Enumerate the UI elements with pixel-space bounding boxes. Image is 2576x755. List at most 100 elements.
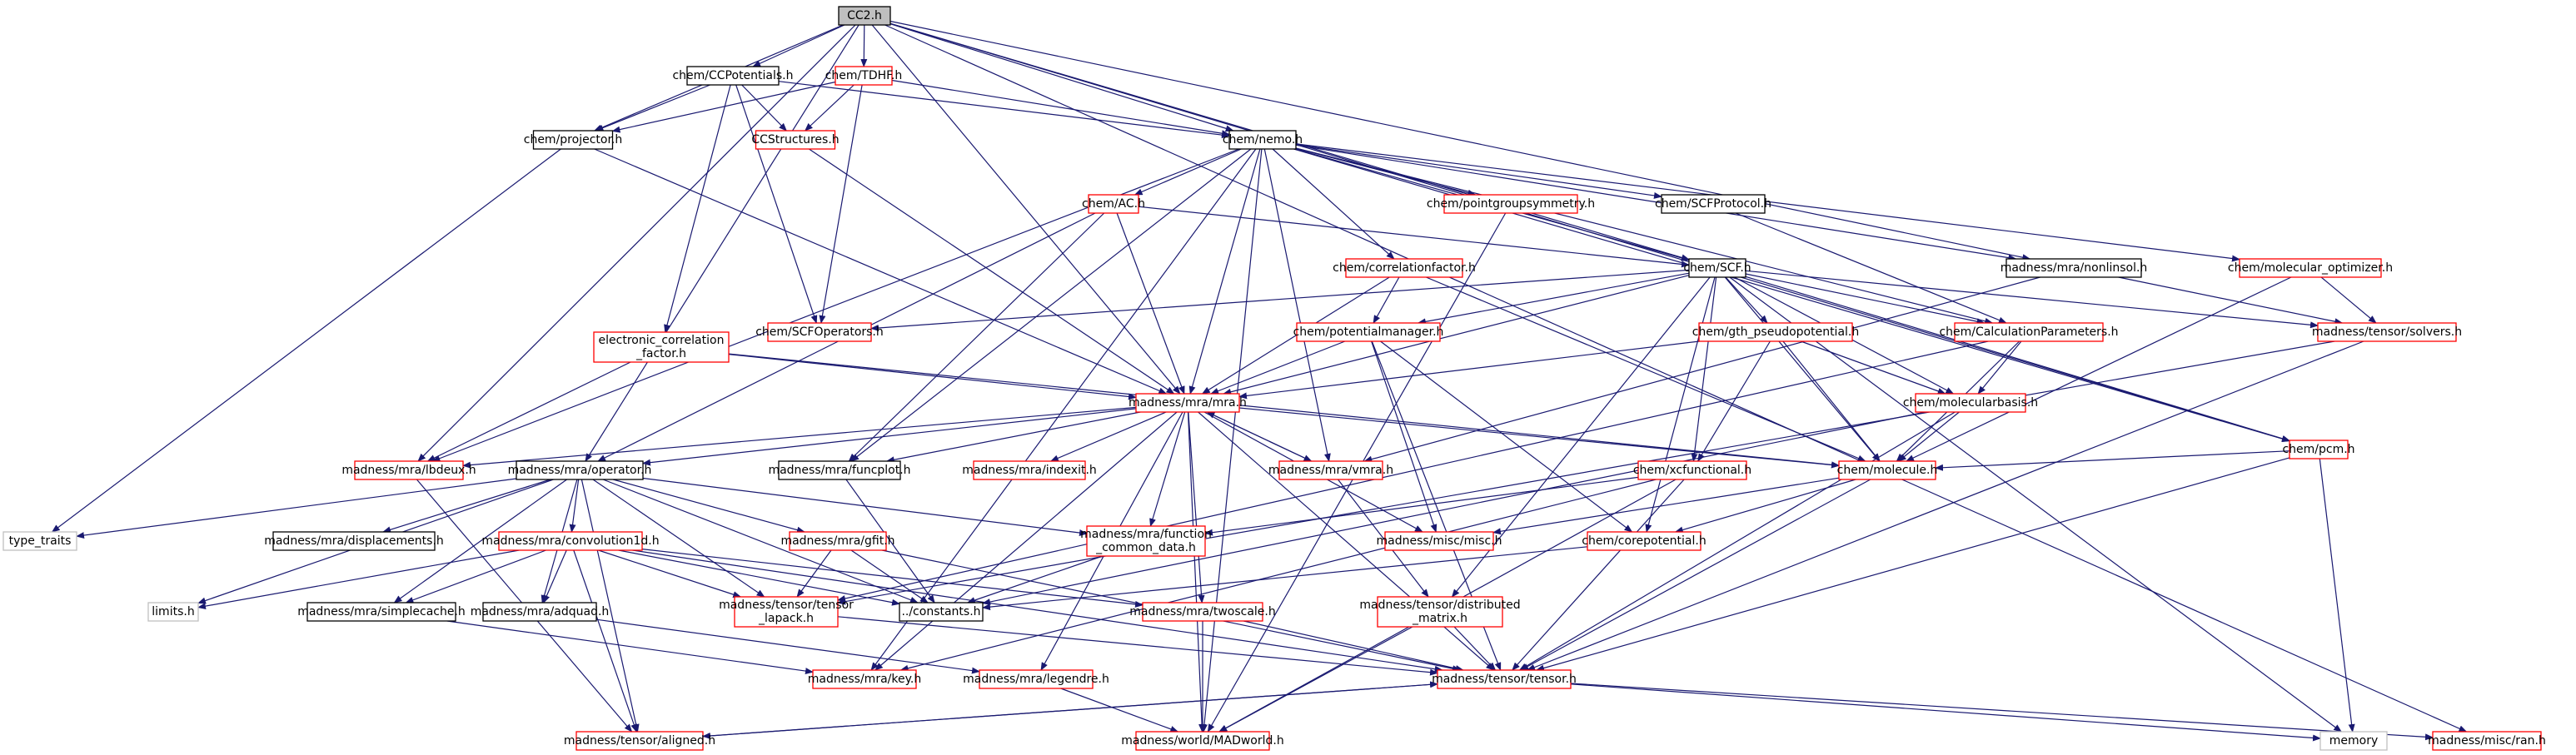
- edge-conv1d-to-limits: [197, 549, 520, 610]
- node-box-memory: [2319, 731, 2388, 751]
- edge-gfit-to-constants: [850, 549, 929, 604]
- node-operator[interactable]: madness/mra/operator.h: [508, 460, 652, 480]
- node-tensorlapack[interactable]: madness/tensor/tensor_lapack.h: [719, 596, 854, 628]
- edge-pcm-to-tensor: [1536, 457, 2290, 672]
- edge-nemo-to-calcparams: [1295, 147, 1994, 325]
- node-tensor[interactable]: madness/tensor/tensor.h: [1432, 669, 1577, 689]
- node-scfproto[interactable]: chem/SCFProtocol.h: [1655, 194, 1771, 214]
- node-funccommon[interactable]: madness/mra/function_common_data.h: [1080, 525, 1212, 557]
- node-ac[interactable]: chem/AC.h: [1082, 194, 1145, 214]
- edge-gth-to-mra: [1238, 340, 1700, 400]
- node-lbdeux[interactable]: madness/mra/lbdeux.h: [341, 460, 476, 480]
- node-key[interactable]: madness/mra/key.h: [808, 669, 921, 689]
- node-box-funcplot: [778, 460, 901, 480]
- edge-nemo-to-corrfac: [1272, 148, 1395, 260]
- node-simplecache[interactable]: madness/mra/simplecache.h: [297, 602, 466, 622]
- node-ecf[interactable]: electronic_correlation_factor.h: [593, 331, 730, 363]
- node-xcfunc[interactable]: chem/xcfunctional.h: [1633, 460, 1751, 480]
- node-calcparams[interactable]: chem/CalculationParameters.h: [1939, 322, 2119, 342]
- edge-mra-to-molecule: [1238, 407, 1840, 469]
- node-box-corrfac: [1345, 258, 1463, 278]
- node-nemo[interactable]: chem/nemo.h: [1223, 130, 1303, 150]
- node-twoscale[interactable]: madness/mra/twoscale.h: [1129, 602, 1276, 622]
- node-projector[interactable]: chem/projector.h: [524, 130, 623, 150]
- node-pgs[interactable]: chem/pointgroupsymmetry.h: [1427, 194, 1595, 214]
- edge-scf-to-distmatrix: [1451, 276, 1711, 598]
- node-corepot[interactable]: chem/corepotential.h: [1582, 531, 1707, 551]
- edge-ecf-to-mra: [728, 354, 1137, 400]
- node-vmra[interactable]: madness/mra/vmra.h: [1268, 460, 1393, 480]
- edge-tensor-to-ran: [1570, 683, 2434, 741]
- node-pcm[interactable]: chem/pcm.h: [2282, 440, 2355, 459]
- node-tdhf[interactable]: chem/TDHF.h: [825, 66, 903, 86]
- edge-operator-to-conv1d: [569, 479, 580, 533]
- node-molecule[interactable]: chem/molecule.h: [1837, 460, 1938, 480]
- node-ccstruct[interactable]: CCStructures.h: [751, 130, 840, 150]
- edge-scf-to-potman: [1417, 272, 1690, 325]
- node-box-molecule: [1838, 460, 1936, 480]
- node-label-memory: memory: [2329, 734, 2379, 748]
- edge-ac-to-funcplot: [848, 212, 1105, 462]
- node-gth[interactable]: chem/gth_pseudopotential.h: [1692, 322, 1860, 342]
- node-potman[interactable]: chem/potentialmanager.h: [1293, 322, 1444, 342]
- node-madworld[interactable]: madness/world/MADworld.h: [1121, 731, 1284, 751]
- node-scf[interactable]: chem/SCF.h: [1683, 258, 1751, 278]
- node-constants[interactable]: ../constants.h: [899, 602, 984, 622]
- node-adquad[interactable]: madness/mra/adquad.h: [471, 602, 610, 622]
- node-box-vmra: [1278, 460, 1383, 480]
- node-indexit[interactable]: madness/mra/indexit.h: [962, 460, 1097, 480]
- node-molbasis[interactable]: chem/molecularbasis.h: [1903, 393, 2038, 413]
- node-legendre[interactable]: madness/mra/legendre.h: [963, 669, 1109, 689]
- node-conv1d[interactable]: madness/mra/convolution1d.h: [481, 531, 660, 551]
- edge-ecf-to-lbdeux: [426, 361, 631, 462]
- edge-scf-to-pcm: [1745, 276, 2290, 442]
- node-molopt[interactable]: chem/molecular_optimizer.h: [2228, 258, 2393, 278]
- node-ccpot[interactable]: chem/CCPotentials.h: [672, 66, 794, 86]
- node-label-ccpot: chem/CCPotentials.h: [672, 69, 793, 82]
- node-box-gfit: [789, 531, 887, 551]
- node-label-miscmisc: madness/misc/misc.h: [1377, 534, 1502, 548]
- edge-xcfunc-to-funccommon: [1204, 476, 1639, 536]
- node-label-solvers: madness/tensor/solvers.h: [2312, 325, 2462, 339]
- node-label-simplecache: madness/mra/simplecache.h: [297, 605, 466, 618]
- node-nonlinsol[interactable]: madness/mra/nonlinsol.h: [2001, 258, 2148, 278]
- edge-scf-to-calcparams: [1745, 273, 1986, 325]
- node-scfops[interactable]: chem/SCFOperators.h: [755, 322, 884, 342]
- node-label-projector: chem/projector.h: [524, 133, 623, 147]
- node-solvers[interactable]: madness/tensor/solvers.h: [2312, 322, 2462, 342]
- edge-potman-to-miscmisc: [1371, 340, 1437, 533]
- node-label-aligned: madness/tensor/aligned.h: [564, 734, 715, 748]
- node-displacements[interactable]: madness/mra/displacements.h: [264, 531, 444, 551]
- edge-tensor-to-memory: [1570, 683, 2321, 742]
- edge-calcparams-to-molbasis: [1977, 340, 2022, 395]
- edge-mra-to-funccommon: [1149, 411, 1186, 527]
- node-box-aligned: [575, 731, 704, 751]
- node-box-scfproto: [1661, 194, 1766, 214]
- node-mra[interactable]: madness/mra/mra.h: [1129, 393, 1247, 413]
- node-distmatrix[interactable]: madness/tensor/distributed_matrix.h: [1359, 596, 1521, 628]
- edge-nemo-to-molopt: [1295, 143, 2240, 262]
- node-box-ran: [2432, 731, 2542, 751]
- node-label-xcfunc: chem/xcfunctional.h: [1633, 464, 1751, 477]
- node-gfit[interactable]: madness/mra/gfit.h: [780, 531, 895, 551]
- node-label-vmra: madness/mra/vmra.h: [1268, 464, 1393, 477]
- node-corrfac[interactable]: chem/correlationfactor.h: [1333, 258, 1476, 278]
- edges-layer: [51, 20, 2468, 742]
- node-label-potman: chem/potentialmanager.h: [1293, 325, 1444, 339]
- edge-ccpot-to-nemo: [778, 81, 1230, 139]
- edge-ccpot-to-ecf: [664, 84, 731, 333]
- node-funcplot[interactable]: madness/mra/funcplot.h: [768, 460, 911, 480]
- node-box-conv1d: [498, 531, 643, 551]
- node-box-tensorlapack: [734, 596, 839, 628]
- node-ran[interactable]: madness/misc/ran.h: [2428, 731, 2546, 751]
- node-box-nemo: [1228, 130, 1297, 150]
- node-label-mra: madness/mra/mra.h: [1129, 396, 1247, 410]
- edge-tdhf-to-nemo: [891, 79, 1230, 137]
- edge-tdhf-to-projector: [611, 81, 836, 133]
- node-miscmisc[interactable]: madness/misc/misc.h: [1377, 531, 1502, 551]
- edge-tdhf-to-ccstruct: [804, 84, 855, 132]
- edge-legendre-to-madworld: [1060, 688, 1179, 733]
- edge-scf-to-mra: [1223, 275, 1690, 395]
- node-aligned[interactable]: madness/tensor/aligned.h: [564, 731, 715, 751]
- edge-simplecache-to-key: [446, 620, 814, 675]
